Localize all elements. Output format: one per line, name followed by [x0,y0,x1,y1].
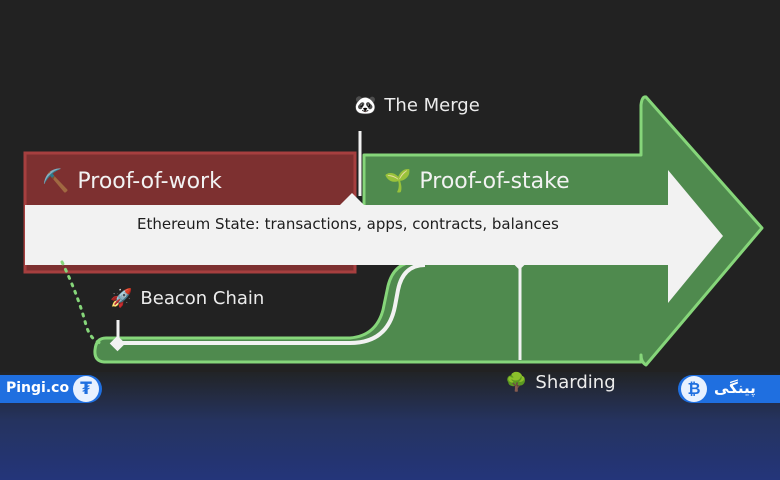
rocket-icon: 🚀 [110,288,133,309]
beacon-chain-label: 🚀Beacon Chain [110,288,265,309]
beacon-chain-track [118,263,426,345]
pickaxe-icon: ⛏️ [42,169,70,194]
bottom-gradient-band [0,372,780,480]
tree-icon: 🌳 [505,372,528,393]
brand-badge-right[interactable]: ₿ پینگی [678,375,780,403]
bitcoin-icon: ₿ [681,376,707,402]
proof-of-work-label: ⛏️Proof-of-work [42,169,222,194]
tether-icon: ₮ [73,376,99,402]
brand-name-persian: پینگی [714,379,756,397]
sharding-label: 🌳Sharding [505,372,616,393]
ethereum-state-band [25,170,723,303]
panda-icon: 🐼 [354,95,377,116]
beacon-dotted-connector [60,260,106,346]
the-merge-label: 🐼The Merge [354,95,480,116]
brand-name-latin: Pingi.co [6,380,70,396]
brand-badge-left[interactable]: Pingi.co ₮ [0,375,102,403]
seedling-icon: 🌱 [384,169,412,194]
ethereum-state-label: Ethereum State: transactions, apps, cont… [137,215,559,233]
proof-of-stake-label: 🌱Proof-of-stake [384,169,570,194]
